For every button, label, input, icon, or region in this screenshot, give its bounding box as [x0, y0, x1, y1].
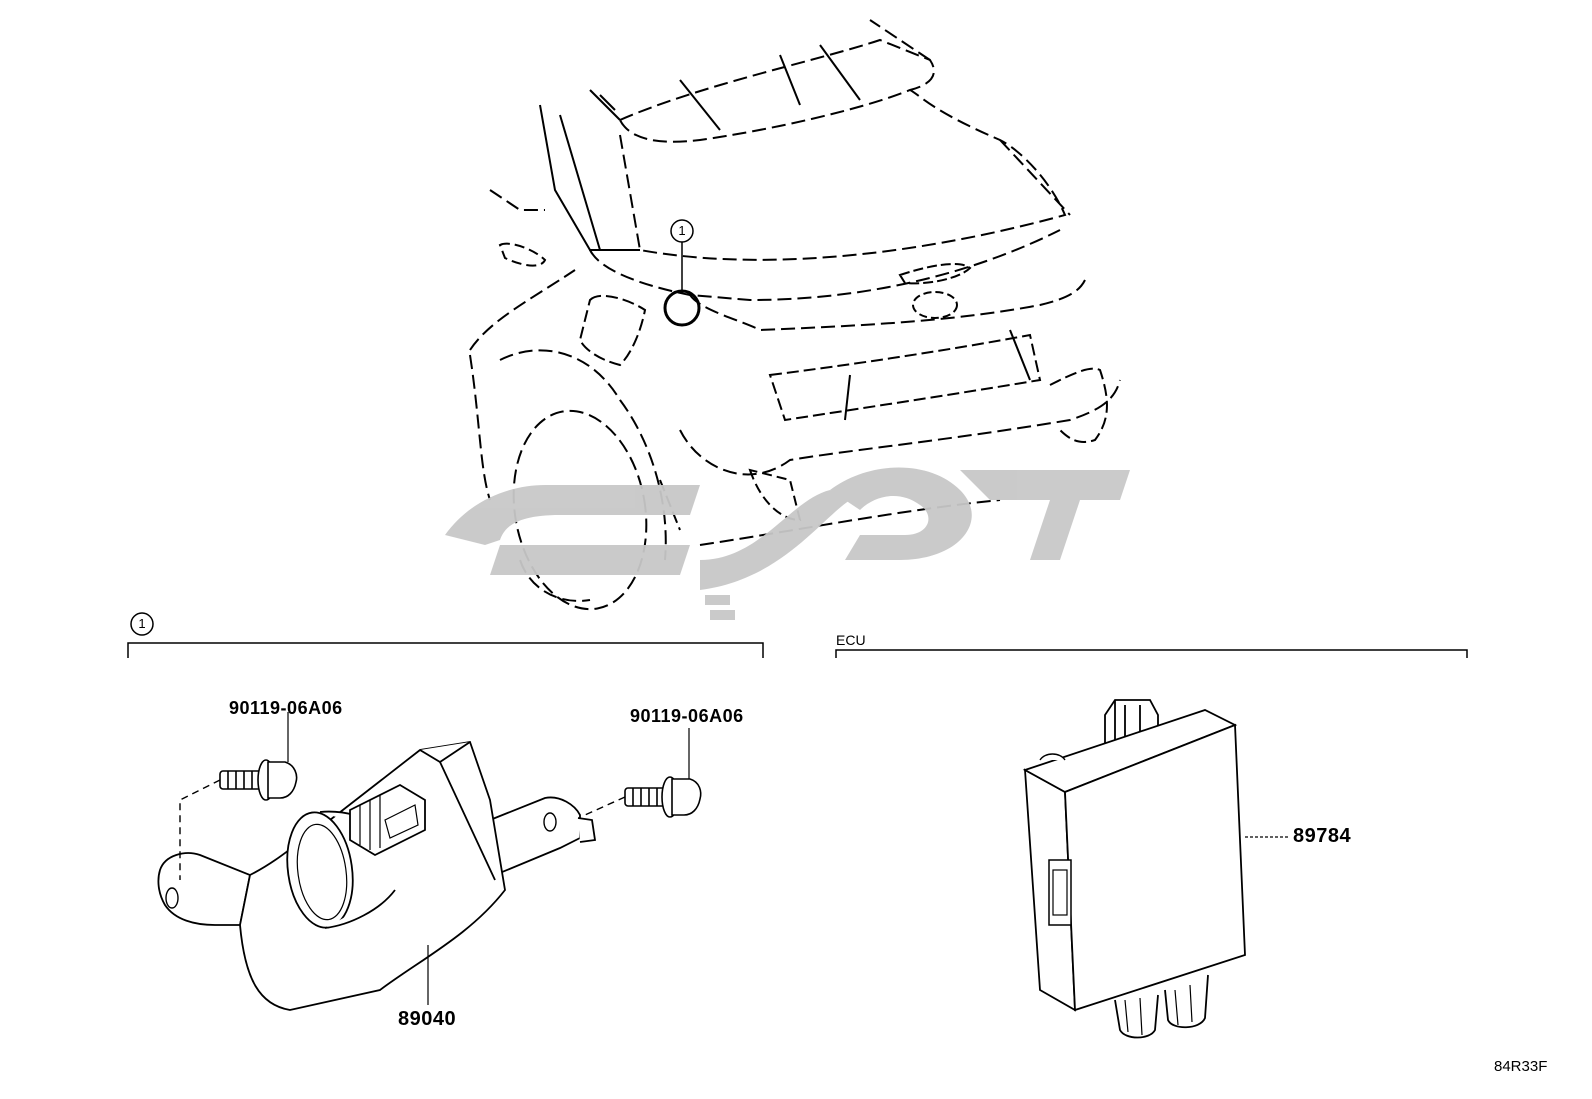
- part-number-bolt-right[interactable]: 90119-06A06: [630, 706, 744, 726]
- sensor-bracket-illustration: [157, 740, 597, 1011]
- group-sensor-marker-label: 1: [138, 616, 146, 631]
- ecu-illustration: [1022, 699, 1246, 1039]
- diagram-code: 84R33F: [1494, 1058, 1548, 1075]
- bolt-right-illustration: [624, 728, 702, 818]
- sensor-location-marker: [663, 219, 701, 327]
- part-number-sensor-bracket[interactable]: 89040: [398, 1008, 457, 1030]
- watermark-logo: [445, 467, 1130, 620]
- part-number-bolt-left[interactable]: 90119-06A06: [229, 698, 343, 718]
- bolt-left-illustration: [219, 712, 298, 801]
- ref-marker-label: 1: [678, 223, 686, 238]
- assembly-guide-lines: [179, 779, 626, 880]
- part-number-ecu[interactable]: 89784: [1293, 825, 1352, 847]
- group-bracket-sensor: [127, 612, 764, 658]
- group-ecu-label: ECU: [836, 632, 866, 648]
- group-bracket-ecu: [835, 649, 1468, 658]
